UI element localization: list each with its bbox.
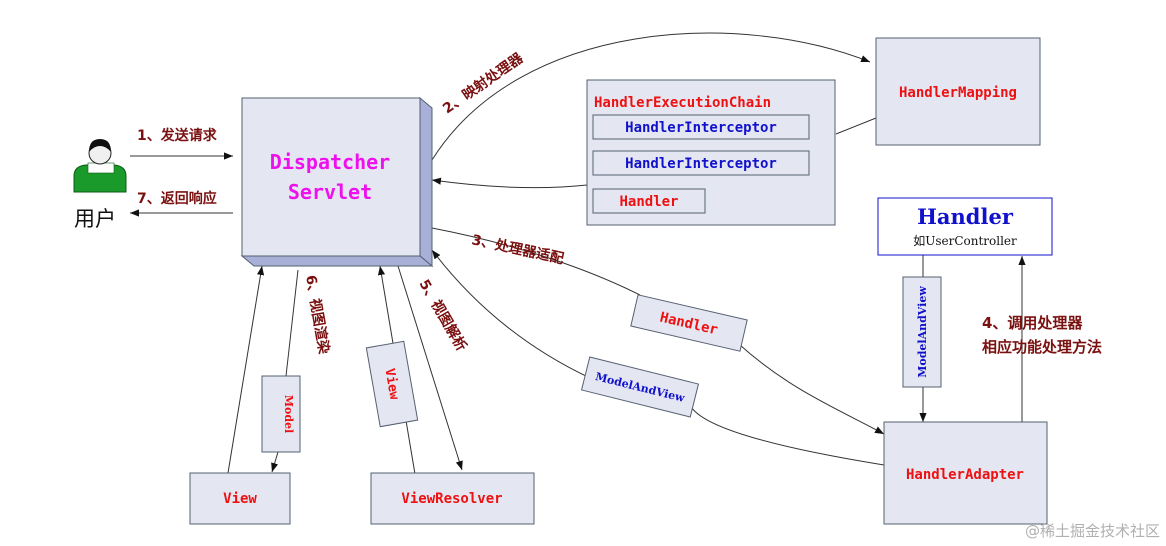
step-7-label: 7、返回响应 — [137, 190, 217, 207]
step-4-label-line1: 4、调用处理器 — [982, 314, 1083, 332]
line-dispatcher-to-model-tag — [285, 269, 299, 377]
watermark: @稀土掘金技术社区 — [1025, 522, 1160, 540]
dispatcher-servlet-box: Dispatcher Servlet — [240, 96, 434, 268]
handler-box: Handler 如UserController — [877, 197, 1053, 256]
model-tag-label: Model — [282, 395, 295, 433]
view-resolver-box: ViewResolver — [370, 472, 535, 525]
step-3-label: 3、处理器适配 — [470, 231, 565, 267]
handler-adapter-box: HandlerAdapter — [883, 421, 1048, 525]
handler-mapping-label: HandlerMapping — [899, 85, 1017, 101]
view-resolver-label: ViewResolver — [401, 491, 502, 507]
handler-mapping-box: HandlerMapping — [875, 37, 1041, 146]
handler-tag: Handler — [630, 294, 748, 352]
user-label: 用户 — [74, 207, 116, 231]
chain-interceptor-2 — [592, 150, 810, 176]
handler-adapter-label: HandlerAdapter — [906, 467, 1024, 483]
chain-interceptor-1 — [592, 114, 810, 140]
chain-title: HandlerExecutionChain — [594, 95, 771, 111]
dispatcher-label-line2: Servlet — [288, 180, 372, 204]
view-tag-label: View — [381, 367, 401, 401]
arrow-model-tag-to-view — [271, 451, 279, 473]
modelandview-vertical-label: ModelAndView — [916, 286, 929, 378]
arrow-dispatcher-to-viewresolver — [397, 265, 463, 471]
line-dispatcher-to-handler-tag — [431, 227, 641, 296]
handler-execution-chain: HandlerExecutionChain HandlerInterceptor… — [586, 79, 836, 226]
handler-box-title: Handler — [917, 204, 1014, 229]
chain-interceptor-2-label: HandlerInterceptor — [625, 156, 777, 172]
handler-box-subtitle: 如UserController — [913, 233, 1017, 248]
arrow-dispatcher-to-handlermapping — [431, 32, 871, 161]
chain-handler — [592, 188, 706, 214]
step-5-label: 5、视图解析 — [416, 277, 471, 355]
modelandview-vertical-tag: ModelAndView — [902, 276, 942, 388]
step-6-label: 6、视图渲染 — [302, 274, 333, 356]
arrow-view-to-dispatcher — [227, 265, 265, 474]
arrow-modelandview-to-dispatcher — [431, 249, 591, 379]
arrow-adapter-to-dispatcher — [689, 404, 885, 466]
flow-arrows — [130, 32, 1026, 475]
model-tag: Model — [261, 375, 301, 453]
user-figure: 用户 — [73, 139, 127, 231]
view-label: View — [223, 491, 257, 507]
view-tag: View — [365, 340, 419, 428]
dispatcher-label-line1: Dispatcher — [270, 150, 390, 174]
step-4-label-line2: 相应功能处理方法 — [982, 338, 1102, 356]
arrow-chain-to-dispatcher — [431, 177, 588, 189]
chain-handler-label: Handler — [619, 194, 678, 210]
step-1-label: 1、发送请求 — [137, 127, 218, 144]
view-box: View — [189, 472, 291, 525]
line-handlermapping-to-chain — [835, 117, 877, 135]
step-2-label: 2、映射处理器 — [440, 49, 527, 117]
chain-interceptor-1-label: HandlerInterceptor — [625, 120, 777, 136]
arrow-handler-tag-to-adapter — [739, 344, 885, 435]
modelandview-tag: ModelAndView — [580, 356, 700, 418]
